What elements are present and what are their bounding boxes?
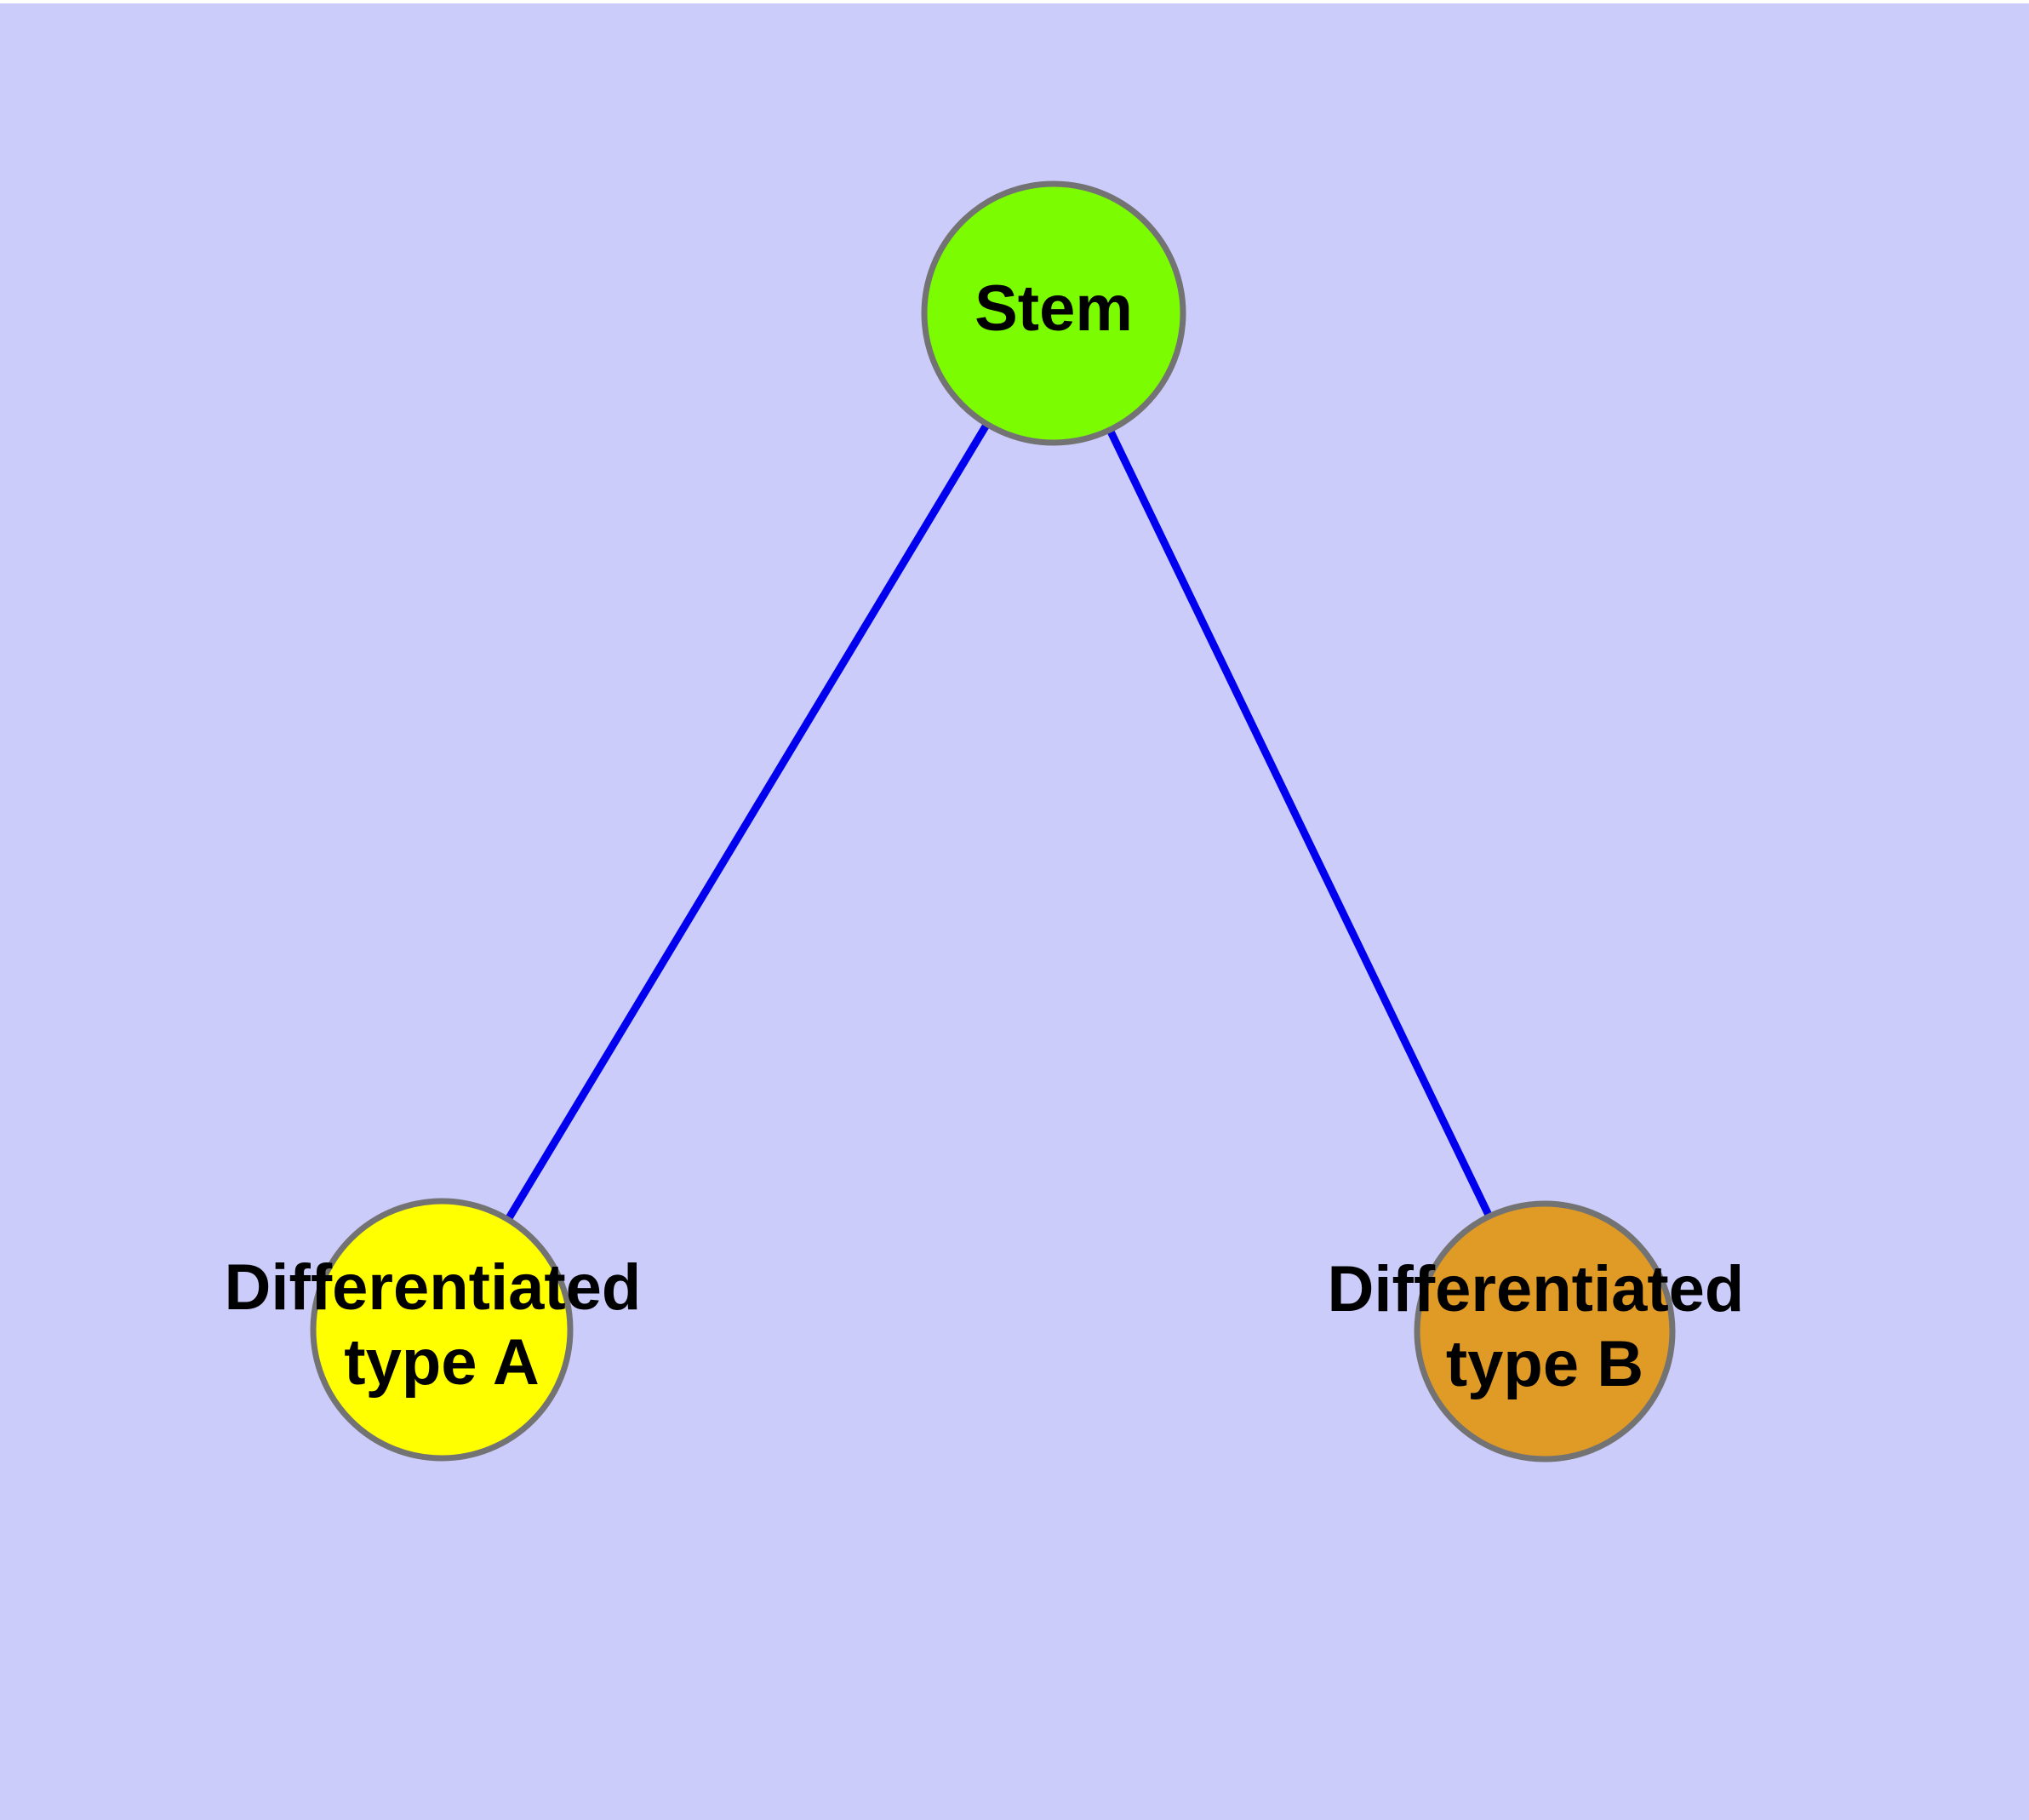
nodes-layer: Stem Differentiated type A Differentiate… [225,180,1763,1462]
node-differentiated-type-b-label-line-2: type B [1446,1328,1643,1400]
node-differentiated-type-b-circle[interactable] [1414,1200,1676,1462]
edge-stem-to-differentiated-type-b[interactable] [1106,427,1493,1218]
node-differentiated-type-a-label-line-2: type A [344,1326,539,1399]
node-stem-label: Stem [974,272,1133,345]
node-differentiated-type-b-label-line-1: Differentiated [1328,1253,1745,1325]
node-stem[interactable]: Stem [921,180,1186,446]
node-stem-label-line-1: Stem [974,272,1133,345]
node-differentiated-type-a-circle[interactable] [310,1198,574,1462]
node-differentiated-type-b-label: Differentiated type B [1328,1253,1763,1400]
node-stem-circle[interactable] [921,180,1186,446]
edges-layer [505,421,1493,1222]
edge-stem-to-differentiated-type-a[interactable] [505,421,991,1222]
node-differentiated-type-a[interactable]: Differentiated type A [225,1198,660,1462]
node-differentiated-type-a-label-line-1: Differentiated [225,1251,642,1324]
graph-svg: Stem Differentiated type A Differentiate… [225,180,1763,1462]
node-differentiated-type-a-label: Differentiated type A [225,1251,660,1399]
node-differentiated-type-b[interactable]: Differentiated type B [1328,1200,1763,1462]
graph-background: Stem Differentiated type A Differentiate… [0,3,2029,1820]
